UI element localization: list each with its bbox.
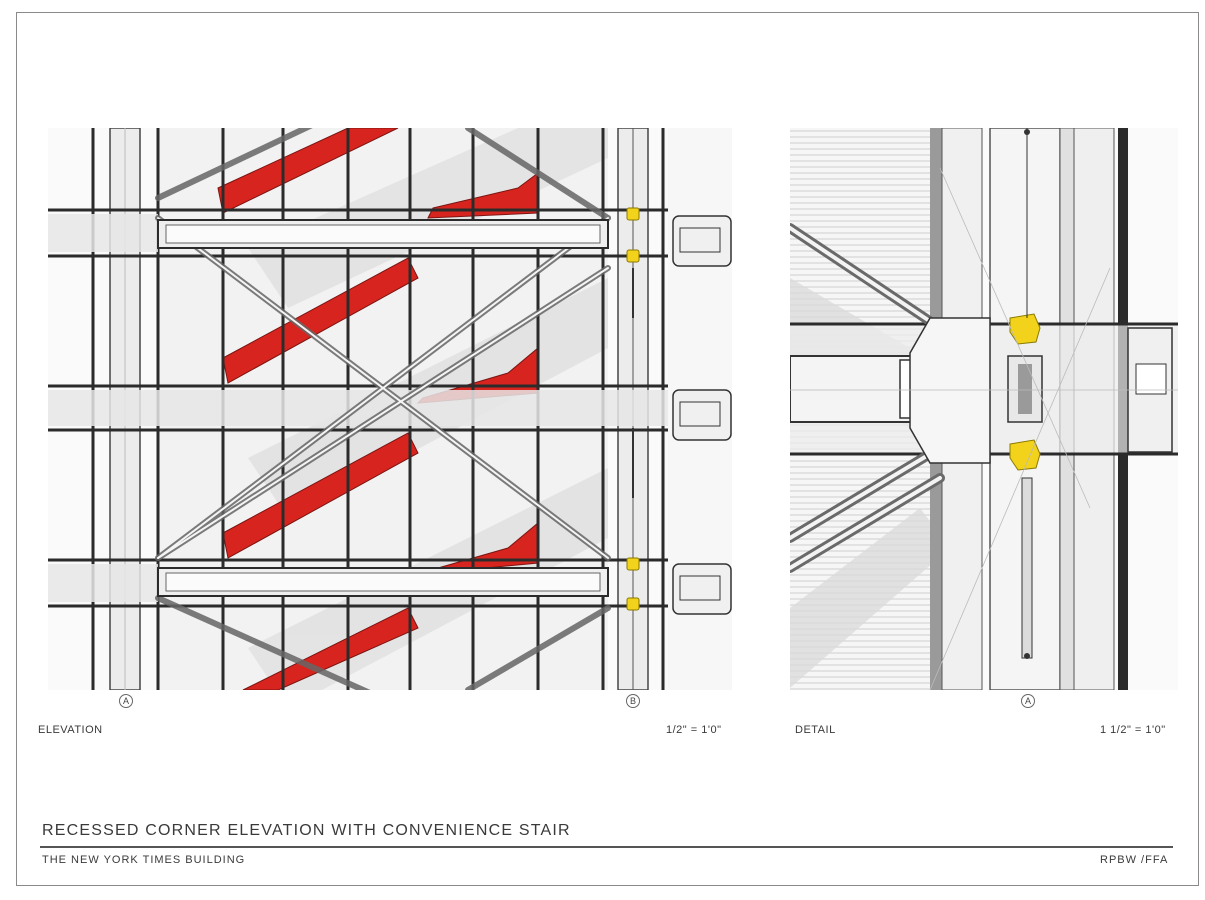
stair-flight [222, 432, 419, 559]
project-name: THE NEW YORK TIMES BUILDING [42, 854, 246, 866]
detail-label: DETAIL [795, 724, 836, 736]
stair-flight [222, 257, 419, 384]
stair-flight [217, 128, 399, 214]
elevation-scale: 1/2" = 1'0" [666, 724, 722, 736]
elevation-label: ELEVATION [38, 724, 103, 736]
grid-bubble-b-elevation: B [626, 694, 640, 708]
stair-flight [242, 607, 419, 690]
firm-name: RPBW /FFA [1100, 854, 1169, 866]
elevation-drawing [48, 128, 732, 690]
grid-bubble-a-detail: A [1021, 694, 1035, 708]
drawing-title: RECESSED CORNER ELEVATION WITH CONVENIEN… [42, 822, 571, 839]
detail-drawing [790, 128, 1178, 690]
title-rule [40, 846, 1173, 848]
grid-bubble-a-elevation: A [119, 694, 133, 708]
detail-scale: 1 1/2" = 1'0" [1100, 724, 1166, 736]
